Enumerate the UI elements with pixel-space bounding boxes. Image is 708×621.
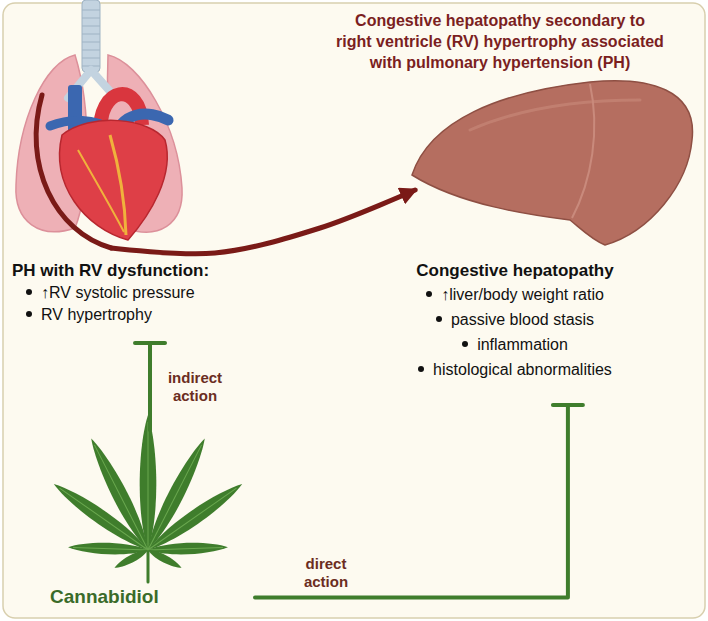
bullet-dot <box>418 366 424 372</box>
text-block-node: Cannabidiol <box>40 430 255 612</box>
bullet-text: ↑liver/body weight ratio <box>441 286 604 303</box>
text-block-node: PH with RV dysfunction: ↑RV systolic pres… <box>8 248 248 343</box>
leaflet <box>50 478 152 556</box>
leaflet-rib <box>60 488 148 550</box>
text-line: Cannabidiol <box>50 586 255 608</box>
bullet-dot <box>426 291 432 297</box>
bullet-dot <box>436 316 442 322</box>
block-heading: Congestive hepatopathy <box>416 261 613 280</box>
edge-label: indirect action <box>160 369 230 405</box>
leaflet-rib <box>148 422 149 550</box>
bullet-text: ↑RV systolic pressure <box>41 284 195 301</box>
bullet-text: passive blood stasis <box>451 311 594 328</box>
connector <box>148 343 152 430</box>
text-line: ↑RV systolic pressure <box>12 282 248 304</box>
bullet-dot <box>26 289 32 295</box>
bullet-dot <box>462 341 468 347</box>
text-line: inflammation <box>330 332 700 357</box>
leaf-stem <box>147 550 150 582</box>
text-line: passive blood stasis <box>330 307 700 332</box>
liver-highlight <box>470 100 640 130</box>
bullet-text: inflammation <box>477 336 568 353</box>
leaflet <box>146 547 183 572</box>
leaflet-rib <box>148 488 236 550</box>
bullet-text: RV hypertrophy <box>41 306 152 323</box>
compound-name: Cannabidiol <box>50 586 159 607</box>
leaflet <box>144 478 246 556</box>
text-line: PH with RV dysfunction: <box>12 260 248 282</box>
leaflet-rib <box>148 547 223 550</box>
coronary-vessel <box>78 150 124 232</box>
cannabis-leaf <box>50 415 247 571</box>
text-line: ↑liver/body weight ratio <box>330 282 700 307</box>
trachea <box>82 0 100 72</box>
connector <box>111 190 415 254</box>
text-block-node: Congestive hepatopathy ↑liver/body weight… <box>330 190 700 405</box>
text-line: histological abnormalities <box>330 357 700 382</box>
heart <box>60 120 168 240</box>
arrow-tail <box>36 95 111 248</box>
leaflet-rib <box>73 547 148 550</box>
liver <box>412 81 693 245</box>
text-line: RV hypertrophy <box>12 304 248 326</box>
bullet-text: histological abnormalities <box>433 361 612 378</box>
trachea-rings <box>82 10 100 66</box>
connector <box>255 405 568 597</box>
bullet-dot <box>26 311 32 317</box>
leaflet <box>113 547 150 572</box>
card-background <box>3 3 705 618</box>
block-heading: PH with RV dysfunction: <box>12 261 209 280</box>
text-line: Congestive hepatopathy <box>330 260 700 282</box>
title: Congestive hepatopathy secondary to righ… <box>305 10 695 73</box>
edge-label: direct action <box>293 555 359 591</box>
